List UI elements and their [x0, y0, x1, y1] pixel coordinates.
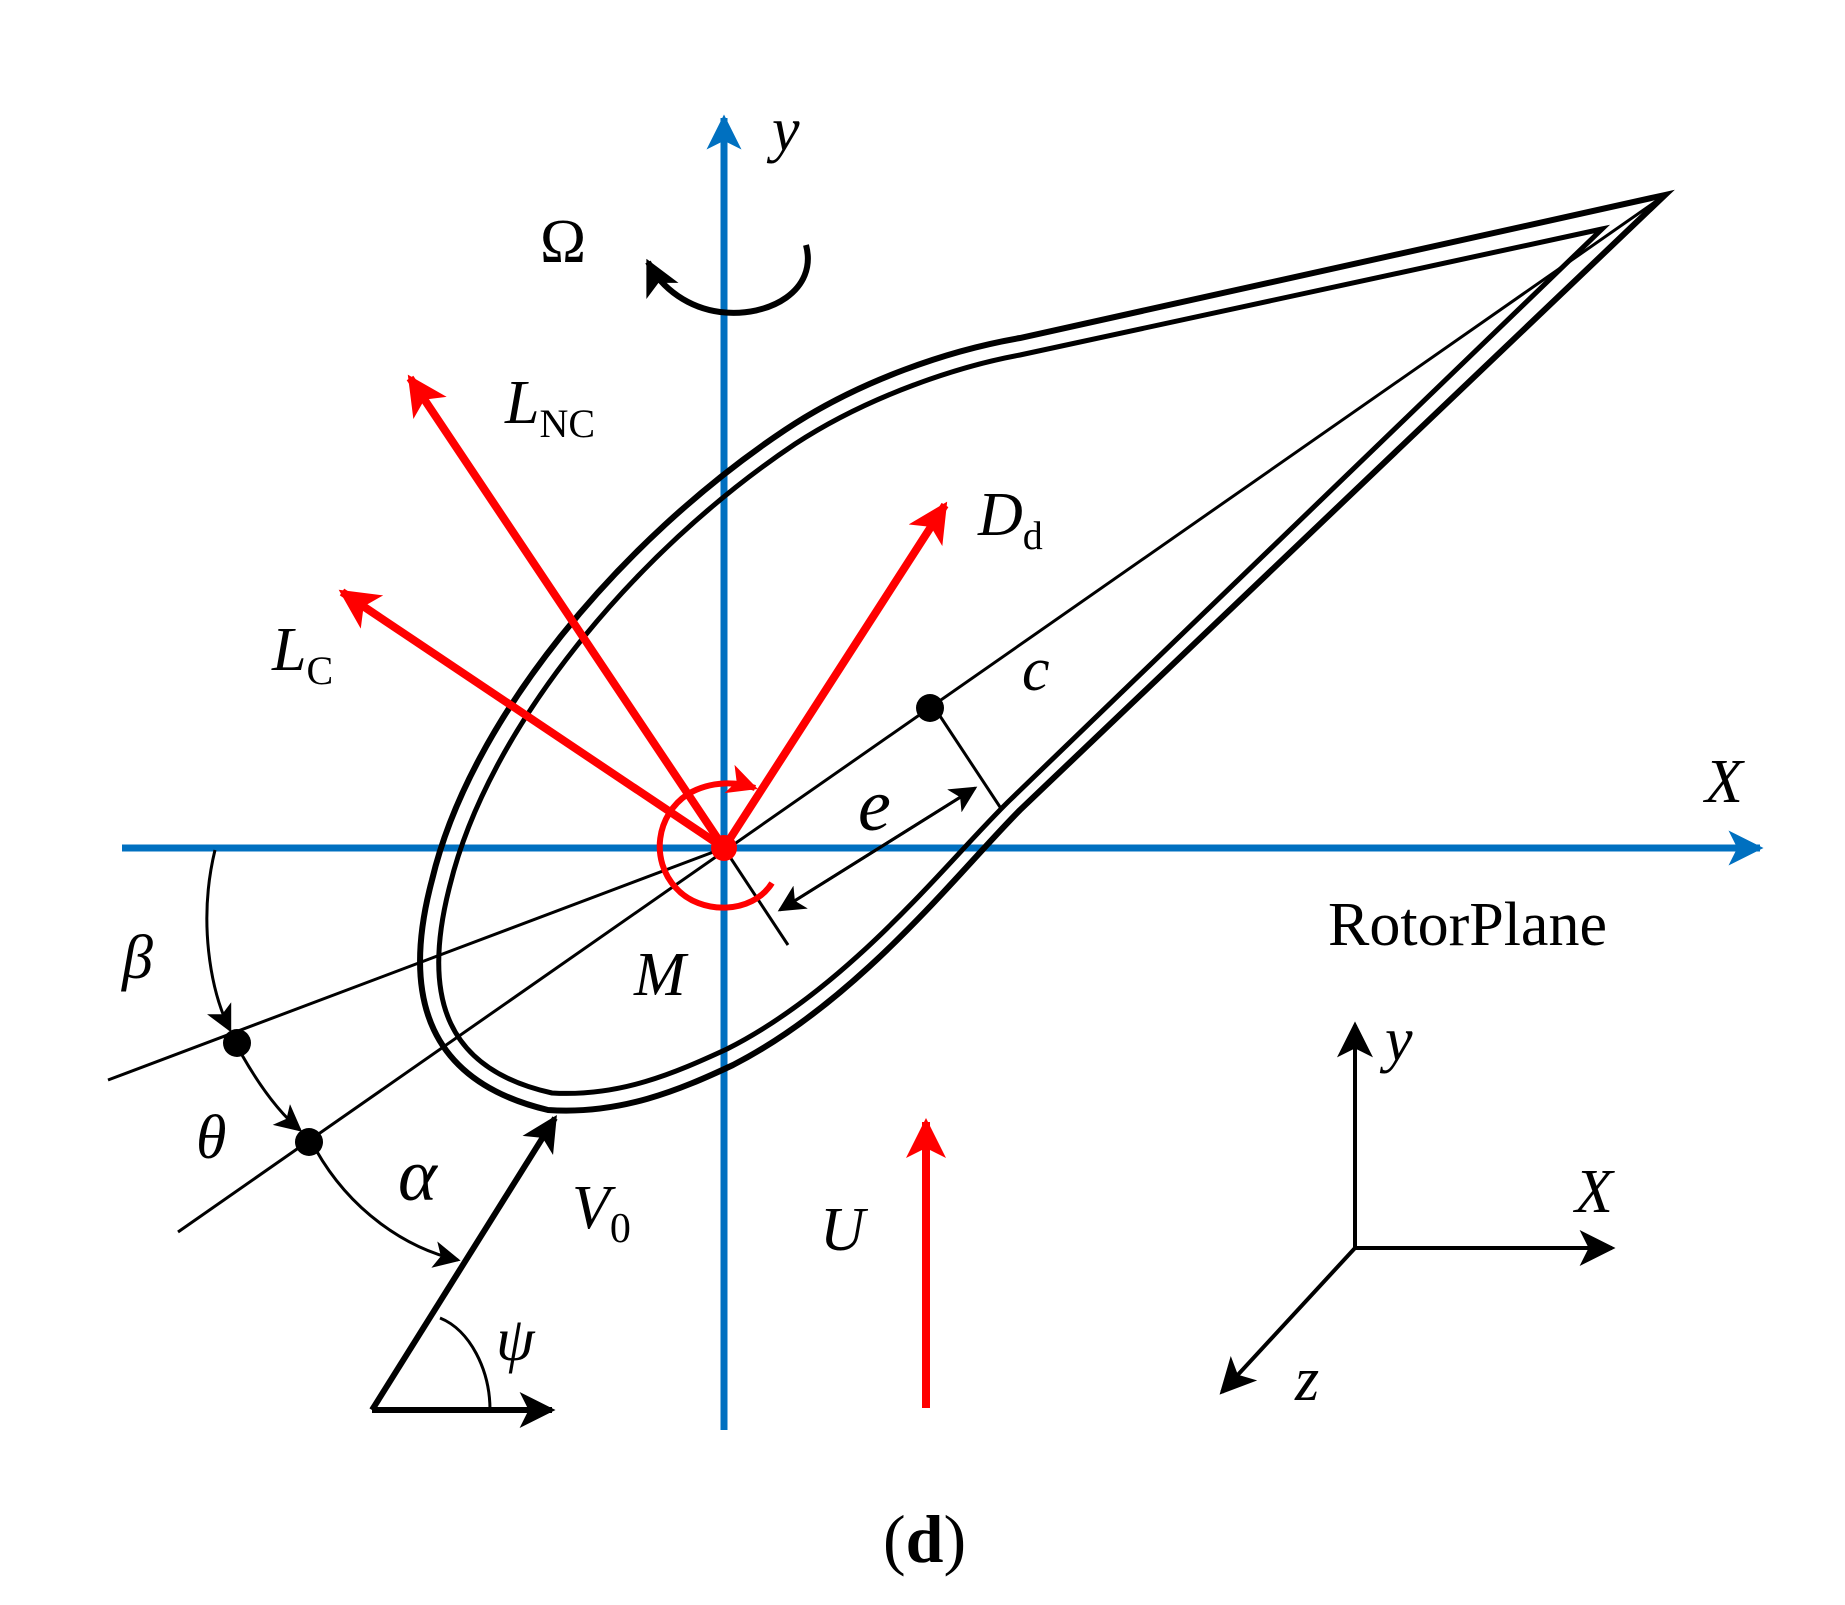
omega-rotation-arrow — [645, 244, 811, 316]
l-nc-force-arrow — [406, 374, 728, 851]
elastic-axis-point — [916, 694, 944, 722]
eccentricity-arrow-back — [777, 786, 976, 912]
u-velocity-label: U — [820, 1196, 869, 1264]
airfoil-inner-outline — [436, 224, 1611, 1096]
theta-label: θ — [196, 1104, 226, 1172]
psi-angle-arc — [439, 1316, 492, 1411]
x-axis-label: X — [1702, 748, 1745, 816]
triad-x-label: X — [1572, 1158, 1615, 1226]
d-d-label: Dd — [977, 481, 1043, 558]
alpha-label: α — [398, 1135, 439, 1217]
l-c-label: LC — [271, 616, 333, 693]
triad-z-arrow — [1219, 1246, 1357, 1395]
beta-label: β — [121, 924, 153, 992]
elastic-axis-marker — [936, 712, 1004, 811]
eccentricity-label: e — [858, 765, 891, 847]
moment-label: M — [633, 941, 689, 1009]
reference-line-beta — [107, 846, 725, 1082]
moment-center-point — [711, 835, 737, 861]
airfoil-outer-outline — [417, 189, 1675, 1114]
theta-angle-arc — [240, 1054, 303, 1132]
l-c-force-arrow — [338, 588, 727, 852]
alpha-angle-arc — [314, 1149, 461, 1268]
d-d-force-arrow — [720, 501, 949, 851]
moment-arc — [656, 764, 775, 911]
v0-velocity-arrow — [369, 1114, 558, 1412]
figure-caption: (d) — [883, 1501, 966, 1577]
y-axis-label: y — [766, 96, 800, 164]
triad-y-label: y — [1379, 1006, 1413, 1074]
psi-label: ψ — [496, 1306, 536, 1374]
chord-label: c — [1022, 636, 1050, 704]
theta-point — [295, 1128, 323, 1156]
rotor-plane-label: RotorPlane — [1328, 891, 1607, 959]
beta-point — [223, 1029, 251, 1057]
beta-angle-arc — [205, 849, 232, 1033]
triad-z-label: z — [1294, 1346, 1319, 1414]
l-nc-label: LNC — [504, 369, 595, 446]
v0-label: V0 — [572, 1174, 631, 1252]
omega-label: Ω — [540, 208, 586, 276]
